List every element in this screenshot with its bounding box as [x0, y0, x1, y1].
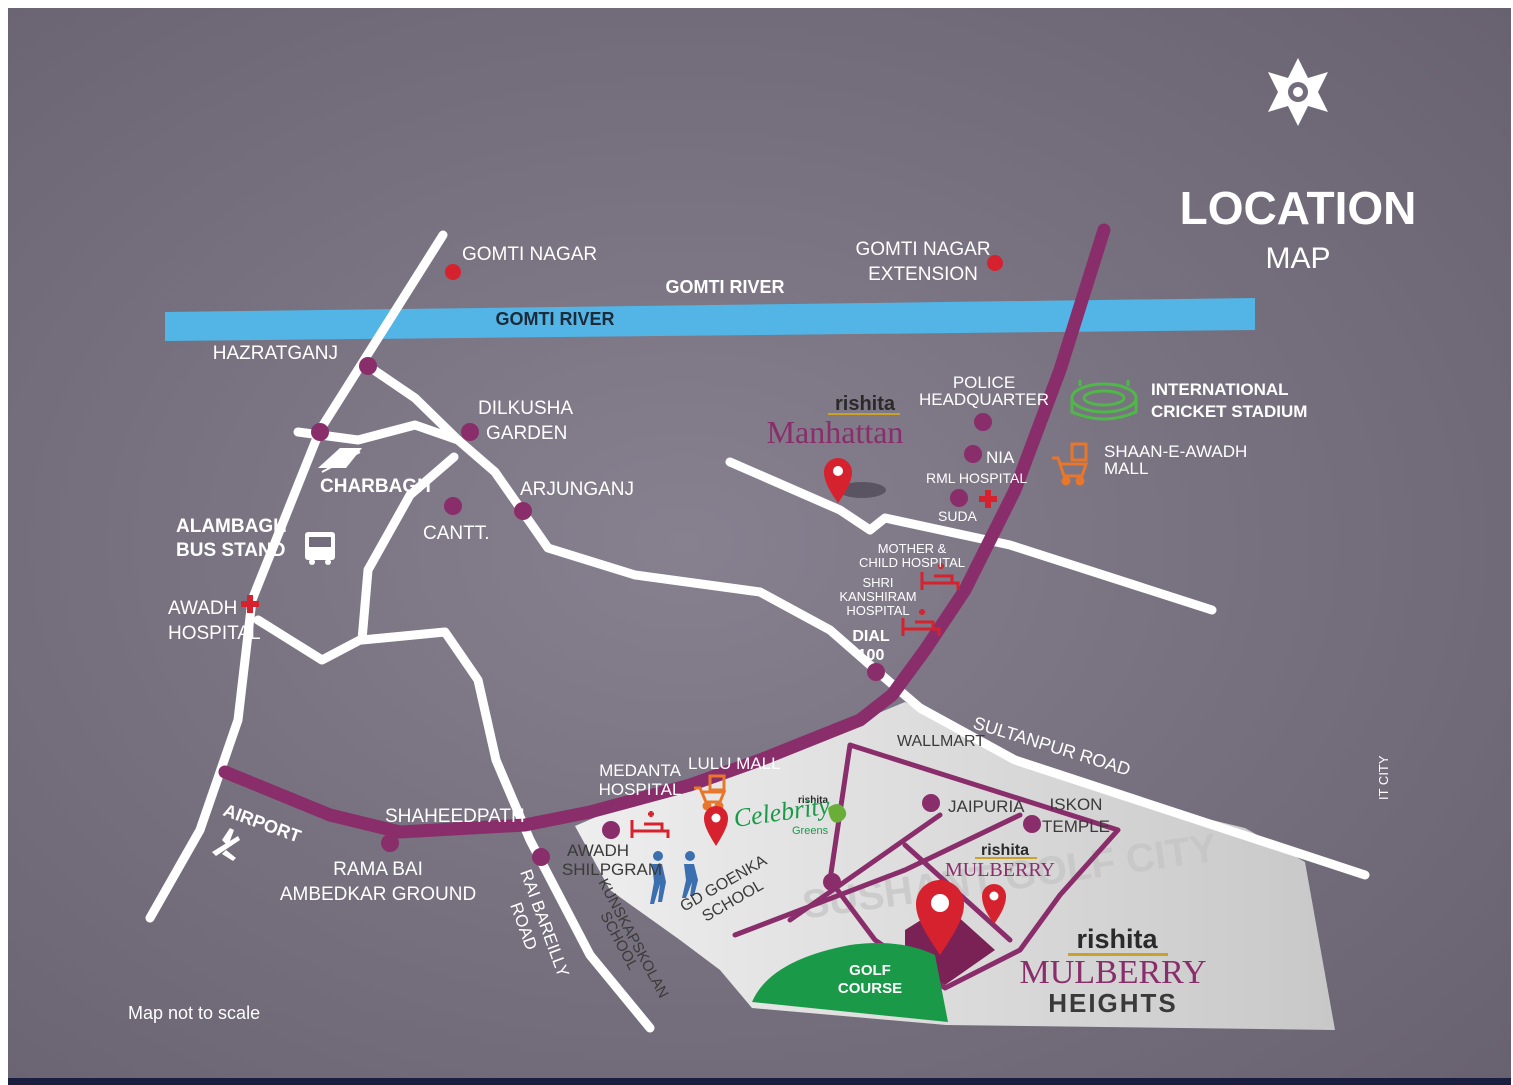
- label-rml: RML HOSPITAL: [926, 470, 1027, 486]
- label-alambagh-1: ALAMBAGH: [176, 516, 287, 537]
- label-shri-2: KANSHIRAM: [839, 589, 916, 604]
- sushant-golf-city-zone: [575, 702, 1335, 1030]
- label-shri-1: SHRI: [862, 575, 893, 590]
- place-labels: GOMTI NAGAR GOMTI NAGAR EXTENSION HAZRAT…: [168, 239, 1391, 980]
- mulberry-top: rishita: [981, 842, 1029, 859]
- shaheedpath-dot: [381, 834, 399, 852]
- map-pin-icon: [704, 458, 1006, 955]
- hospital-cross-icon: [241, 490, 997, 613]
- label-police-2: HEADQUARTER: [919, 390, 1049, 409]
- label-hazratganj: HAZRATGANJ: [213, 343, 338, 364]
- label-mother-2: CHILD HOSPITAL: [859, 555, 965, 570]
- golf-course: [752, 942, 948, 1022]
- purple-location-dots: [311, 357, 1041, 891]
- label-dilkusha-1: DILKUSHA: [478, 398, 573, 419]
- dilkusha-dot: [461, 423, 479, 441]
- purple-roads: [218, 223, 1121, 991]
- label-mother-1: MOTHER &: [878, 541, 947, 556]
- hospital-bed-icon: [630, 563, 960, 838]
- gomti-river: [165, 298, 1255, 341]
- brand-manhattan: rishita Manhattan: [767, 393, 904, 450]
- label-shilpgram-1: AWADH: [567, 841, 629, 860]
- heights-sub: HEIGHTS: [1048, 988, 1178, 1018]
- bus-icon: [305, 532, 335, 565]
- junction-dot: [823, 873, 841, 891]
- label-charbagh: CHARBAGH: [320, 476, 431, 497]
- label-awadh-hosp-1: AWADH: [168, 598, 237, 619]
- title-location: LOCATION: [1180, 182, 1417, 234]
- celebrity-top: rishita: [798, 795, 828, 806]
- train-icon: [318, 448, 362, 473]
- label-shaan-2: MALL: [1104, 459, 1148, 478]
- label-gomti-ext-2: EXTENSION: [868, 264, 978, 285]
- label-medanta-1: MEDANTA: [599, 761, 682, 780]
- label-ramabai-2: AMBEDKAR GROUND: [280, 884, 476, 905]
- label-jaipuria: JAIPURIA: [948, 797, 1025, 816]
- label-alambagh-2: BUS STAND: [176, 540, 285, 561]
- heights-name: MULBERRY: [1019, 954, 1206, 991]
- map-note: Map not to scale: [128, 1003, 260, 1023]
- label-suda: SUDA: [938, 508, 978, 524]
- heights-top: rishita: [1076, 924, 1158, 954]
- label-dilkusha-2: GARDEN: [486, 423, 567, 444]
- jaipuria-dot: [922, 794, 940, 812]
- label-stadium-1: INTERNATIONAL: [1151, 380, 1289, 399]
- dial-dot: [867, 663, 885, 681]
- label-iskon-2: TEMPLE: [1042, 817, 1110, 836]
- nia-dot: [964, 445, 982, 463]
- label-ramabai-1: RAMA BAI: [333, 859, 423, 880]
- manhattan-name: Manhattan: [767, 414, 904, 450]
- golf-label-2: COURSE: [838, 980, 902, 997]
- river-label-on: GOMTI RIVER: [495, 309, 614, 329]
- river-label-top: GOMTI RIVER: [665, 277, 784, 297]
- label-gomti-nagar: GOMTI NAGAR: [462, 244, 597, 265]
- manhattan-top: rishita: [835, 393, 896, 415]
- label-dial-2: 100: [858, 647, 885, 664]
- label-it-city: IT CITY: [1376, 755, 1391, 800]
- plane-icon: [212, 828, 240, 861]
- label-cantt: CANTT.: [423, 523, 490, 544]
- rml-dot: [950, 489, 968, 507]
- police-dot: [974, 413, 992, 431]
- cantt-dot: [444, 497, 462, 515]
- label-shaan-1: SHAAN-E-AWADH: [1104, 442, 1247, 461]
- label-iskon-1: ISKON: [1050, 795, 1103, 814]
- mulberry-name: MULBERRY: [945, 859, 1055, 881]
- title-map: MAP: [1265, 242, 1330, 275]
- label-shaheedpath: SHAHEEDPATH: [385, 806, 525, 827]
- label-nia: NIA: [986, 448, 1015, 467]
- label-stadium-2: CRICKET STADIUM: [1151, 402, 1307, 421]
- label-shilpgram-2: SHILPGRAM: [562, 860, 662, 879]
- label-medanta-2: HOSPITAL: [599, 780, 682, 799]
- brand-mulberry: rishita MULBERRY: [945, 842, 1055, 881]
- school-walker-icon: [650, 851, 698, 904]
- label-shri-3: HOSPITAL: [846, 603, 909, 618]
- label-awadh-hosp-2: HOSPITAL: [168, 623, 261, 644]
- iskon-dot: [1023, 815, 1041, 833]
- gomti-nagar-dot: [445, 264, 461, 280]
- charbagh-dot: [311, 423, 329, 441]
- gomti-nagar-ext-dot: [987, 255, 1003, 271]
- label-dial-1: DIAL: [852, 628, 890, 645]
- label-wallmart: WALLMART: [897, 733, 985, 750]
- brand-mulberry-heights: rishita MULBERRY HEIGHTS: [1019, 924, 1206, 1018]
- red-location-dots: [445, 255, 1003, 280]
- label-arjunganj: ARJUNGANJ: [520, 479, 634, 500]
- stadium-icon: [1070, 380, 1138, 421]
- label-lulu: LULU MALL: [688, 754, 781, 773]
- star-logo-icon: [1268, 58, 1328, 126]
- label-police-1: POLICE: [953, 373, 1015, 392]
- medanta-dot: [602, 821, 620, 839]
- white-roads: [145, 230, 1370, 1033]
- label-gomti-ext-1: GOMTI NAGAR: [855, 239, 990, 260]
- celebrity-sub: Greens: [792, 825, 829, 837]
- raibareilly-dot: [532, 848, 550, 866]
- hazratganj-dot: [359, 357, 377, 375]
- golf-label-1: GOLF: [849, 962, 891, 979]
- arjunganj-dot: [514, 502, 532, 520]
